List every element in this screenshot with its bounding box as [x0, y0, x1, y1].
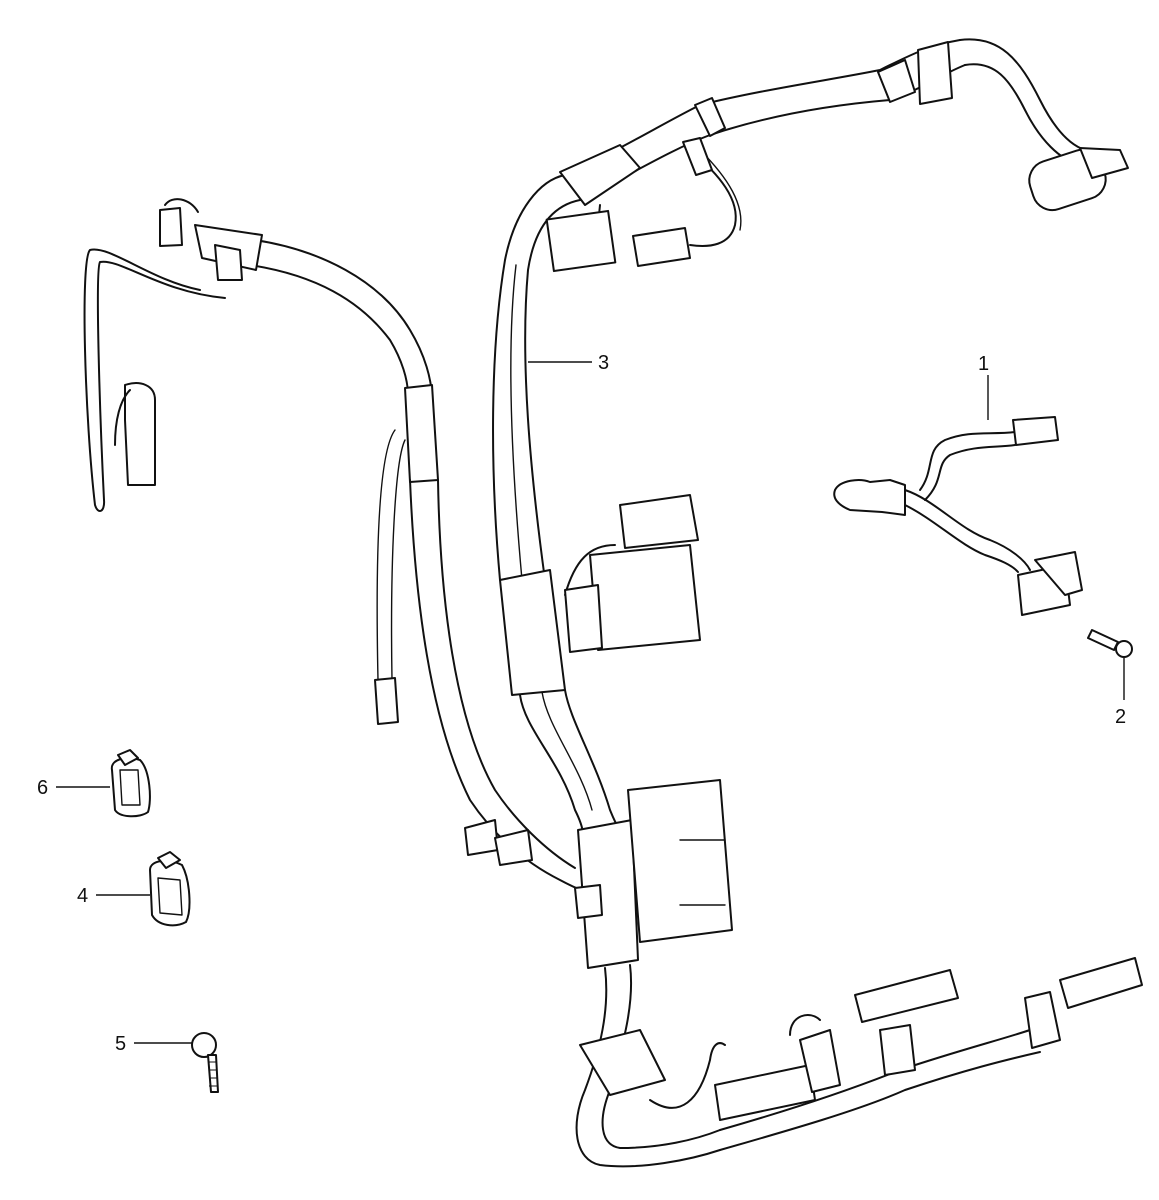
- callout-5: 5: [115, 1033, 126, 1055]
- callout-1: 1: [978, 353, 989, 375]
- main-wiring-harness: [83, 38, 1143, 1168]
- callout-2: 2: [1115, 706, 1126, 728]
- hose-clamp-6: [110, 749, 151, 818]
- callout-labels: 1 2 3 4 5 6: [37, 352, 1126, 1055]
- screw: [1087, 629, 1133, 658]
- cable-tie: [191, 1032, 219, 1093]
- callout-6: 6: [37, 777, 48, 799]
- callout-4: 4: [77, 885, 88, 907]
- callout-3: 3: [598, 352, 609, 374]
- hose-clamp-4: [149, 851, 191, 927]
- sub-harness: [833, 416, 1083, 616]
- callout-leaders: [56, 361, 1125, 1044]
